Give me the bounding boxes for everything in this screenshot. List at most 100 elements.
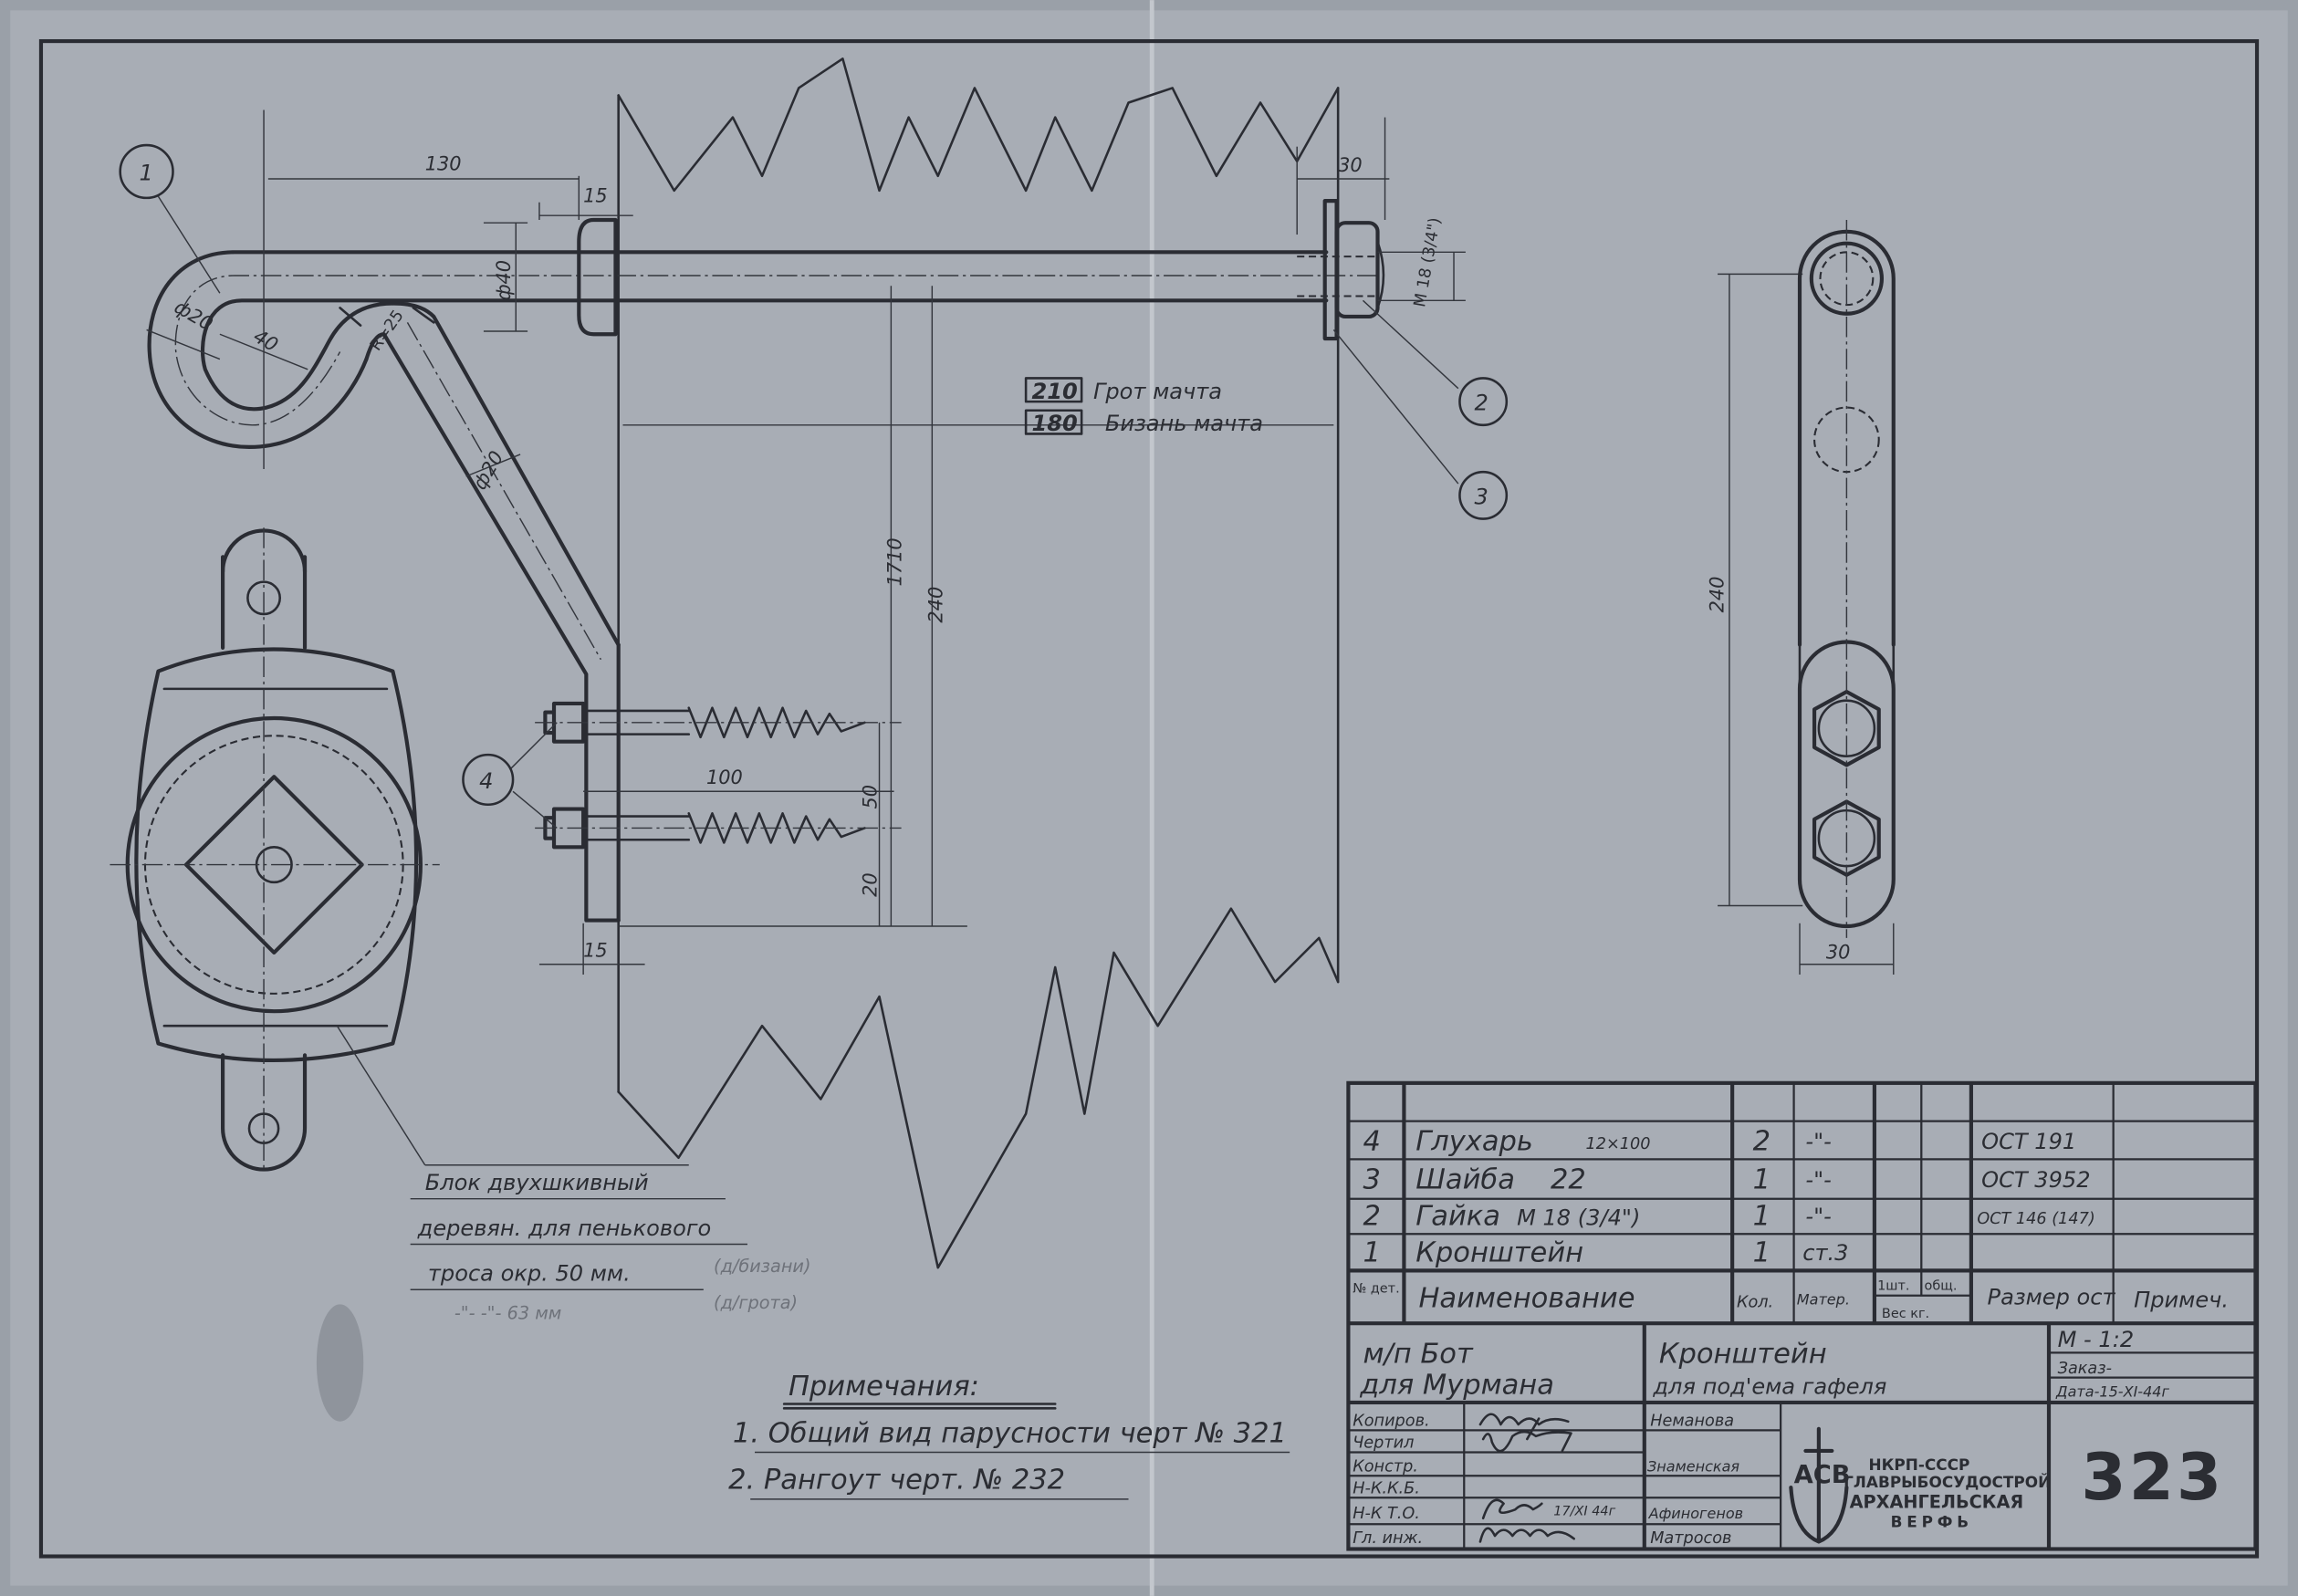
svg-text:Копиров.: Копиров.	[1353, 1413, 1429, 1431]
dim-240-side: 240	[1706, 577, 1728, 613]
shipyard-logo: АСВ НКРП-СССР ГЛАВРЫБОСУДОСТРОЙ АРХАНГЕЛ…	[1789, 1426, 2051, 1544]
dim-30-side: 30	[1826, 941, 1851, 963]
svg-text:1: 1	[1753, 1163, 1771, 1195]
svg-text:Гл. инж.: Гл. инж.	[1353, 1529, 1423, 1548]
sheet-number: 323	[2081, 1439, 2224, 1515]
dim-130: 130	[425, 152, 462, 174]
mast-label-value: 210	[1032, 379, 1078, 404]
header-material: Матер.	[1797, 1290, 1850, 1308]
dim-15-washer: 15	[583, 185, 608, 207]
notes-title: Примечания:	[789, 1371, 979, 1403]
bracket-front-view	[147, 199, 1385, 923]
dimension-lines	[146, 110, 1895, 975]
svg-text:-"-: -"-	[1805, 1204, 1831, 1229]
callout-4: 4	[462, 753, 515, 807]
block-note-line: деревян. для пенькового	[417, 1215, 712, 1241]
svg-text:М 18 (3/4"): М 18 (3/4")	[1517, 1205, 1640, 1231]
svg-text:Н-К.К.Б.: Н-К.К.Б.	[1353, 1479, 1420, 1497]
parts-list-rows: 4 Глухарь 12×100 2 -"- ОСТ 191 3 Шайба 2…	[1363, 1126, 2094, 1269]
note-item: 2. Рангоут черт. № 232	[728, 1465, 1065, 1497]
callout-1: 1	[119, 143, 174, 200]
bracket-side-view	[1797, 219, 1896, 938]
notes: Примечания: 1. Общий вид парусности черт…	[728, 1371, 1290, 1500]
svg-text:Гайка: Гайка	[1415, 1201, 1500, 1233]
svg-text:2: 2	[1753, 1126, 1771, 1158]
lag-screw-lower	[543, 807, 866, 850]
dim-100: 100	[706, 767, 743, 788]
stain	[316, 1304, 364, 1422]
svg-text:Глухарь: Глухарь	[1415, 1126, 1533, 1158]
project-name: для Мурмана	[1359, 1369, 1554, 1401]
parts-list-header: № дет. Наименование Кол. Матер. 1шт. общ…	[1353, 1278, 2229, 1321]
block-note-line: троса окр. 50 мм.	[428, 1261, 631, 1287]
approval-names: Неманова Знаменская Афиногенов Матросов	[1647, 1413, 1743, 1548]
header-weight-total: общ.	[1925, 1278, 1958, 1293]
dim-15-plate: 15	[583, 940, 608, 962]
note-item: 1. Общий вид парусности черт № 321	[733, 1417, 1287, 1449]
svg-text:Знаменская: Знаменская	[1647, 1457, 1739, 1475]
svg-text:1: 1	[1753, 1201, 1771, 1233]
svg-text:Неманова: Неманова	[1650, 1413, 1734, 1431]
svg-text:2: 2	[1475, 391, 1488, 416]
part-row-1: 1 Кронштейн 1 ст.3	[1363, 1237, 1848, 1269]
header-qty: Кол.	[1737, 1294, 1773, 1312]
block-note-pencil: (д/бизани)	[714, 1256, 810, 1277]
svg-text:4: 4	[479, 768, 493, 794]
svg-text:1: 1	[1753, 1237, 1771, 1269]
dim-240: 240	[925, 587, 947, 623]
project-name: м/п Бот	[1363, 1339, 1474, 1371]
logo-letters: АСВ	[1794, 1461, 1851, 1489]
logo-line: НКРП-СССР	[1868, 1455, 1969, 1474]
svg-text:Афиногенов: Афиногенов	[1648, 1505, 1744, 1522]
mast-label-name: Грот мачта	[1093, 379, 1222, 404]
logo-line: ГЛАВРЫБОСУДОСТРОЙ	[1844, 1472, 2051, 1491]
dim-50: 50	[859, 785, 881, 809]
header-weight: Вес кг.	[1882, 1307, 1929, 1321]
svg-text:2: 2	[1363, 1201, 1380, 1233]
title-grid	[1348, 1323, 2256, 1549]
svg-text:12×100: 12×100	[1586, 1135, 1651, 1153]
header-size-standard: Размер ост	[1988, 1284, 2116, 1309]
svg-text:22: 22	[1551, 1163, 1586, 1195]
svg-text:ст.3: ст.3	[1802, 1240, 1848, 1266]
mast-label-name: Бизань мачта	[1105, 411, 1263, 436]
signature-date: 17/XI 44г	[1553, 1505, 1615, 1519]
svg-text:ОСТ 3952: ОСТ 3952	[1981, 1167, 2090, 1193]
dim-1710: 1710	[884, 537, 906, 586]
dim-20: 20	[859, 872, 881, 897]
svg-text:-"-: -"-	[1805, 1167, 1831, 1193]
header-no: № дет.	[1353, 1281, 1399, 1296]
header-weight-unit: 1шт.	[1877, 1278, 1909, 1293]
part-row-2: 2 Гайка М 18 (3/4") 1 -"- ОСТ 146 (147)	[1363, 1201, 2094, 1233]
logo-line: АРХАНГЕЛЬСКАЯ	[1850, 1492, 2024, 1513]
parts-list-grid	[1348, 1082, 2256, 1326]
svg-text:3: 3	[1363, 1163, 1380, 1195]
pulley-block	[110, 527, 689, 1173]
svg-text:-"-: -"-	[1805, 1129, 1831, 1154]
logo-line: ВЕРФЬ	[1891, 1512, 1973, 1530]
order: Заказ-	[2058, 1360, 2112, 1378]
svg-text:Чертил: Чертил	[1353, 1434, 1414, 1453]
scale: М - 1:2	[2058, 1327, 2135, 1352]
drawing-subtitle: для под'ема гафеля	[1652, 1373, 1886, 1399]
svg-text:3: 3	[1475, 485, 1488, 510]
block-note: Блок двухшкивный деревян. для пенькового…	[410, 1170, 810, 1323]
block-note-pencil: (д/грота)	[714, 1292, 798, 1313]
drawing-title: Кронштейн	[1659, 1339, 1827, 1371]
svg-text:1: 1	[140, 161, 153, 186]
callout-2: 2	[1458, 377, 1509, 427]
svg-text:ОСТ 191: ОСТ 191	[1981, 1129, 2076, 1154]
block-note-line: Блок двухшкивный	[425, 1170, 649, 1195]
part-row-3: 3 Шайба 22 1 -"- ОСТ 3952	[1363, 1163, 2090, 1195]
title-block: 4 Глухарь 12×100 2 -"- ОСТ 191 3 Шайба 2…	[1346, 1080, 2258, 1551]
drawing-frame	[38, 38, 2260, 1559]
date: Дата-15-XI-44г	[2055, 1382, 2169, 1400]
svg-text:Шайба: Шайба	[1415, 1163, 1515, 1195]
mast-labels: 210 Грот мачта 180 Бизань мачта	[1024, 377, 1263, 436]
part-row-4: 4 Глухарь 12×100 2 -"- ОСТ 191	[1363, 1126, 2076, 1158]
svg-text:1: 1	[1363, 1237, 1380, 1269]
signatures: 17/XI 44г	[1478, 1413, 1616, 1543]
header-name: Наименование	[1418, 1283, 1635, 1315]
